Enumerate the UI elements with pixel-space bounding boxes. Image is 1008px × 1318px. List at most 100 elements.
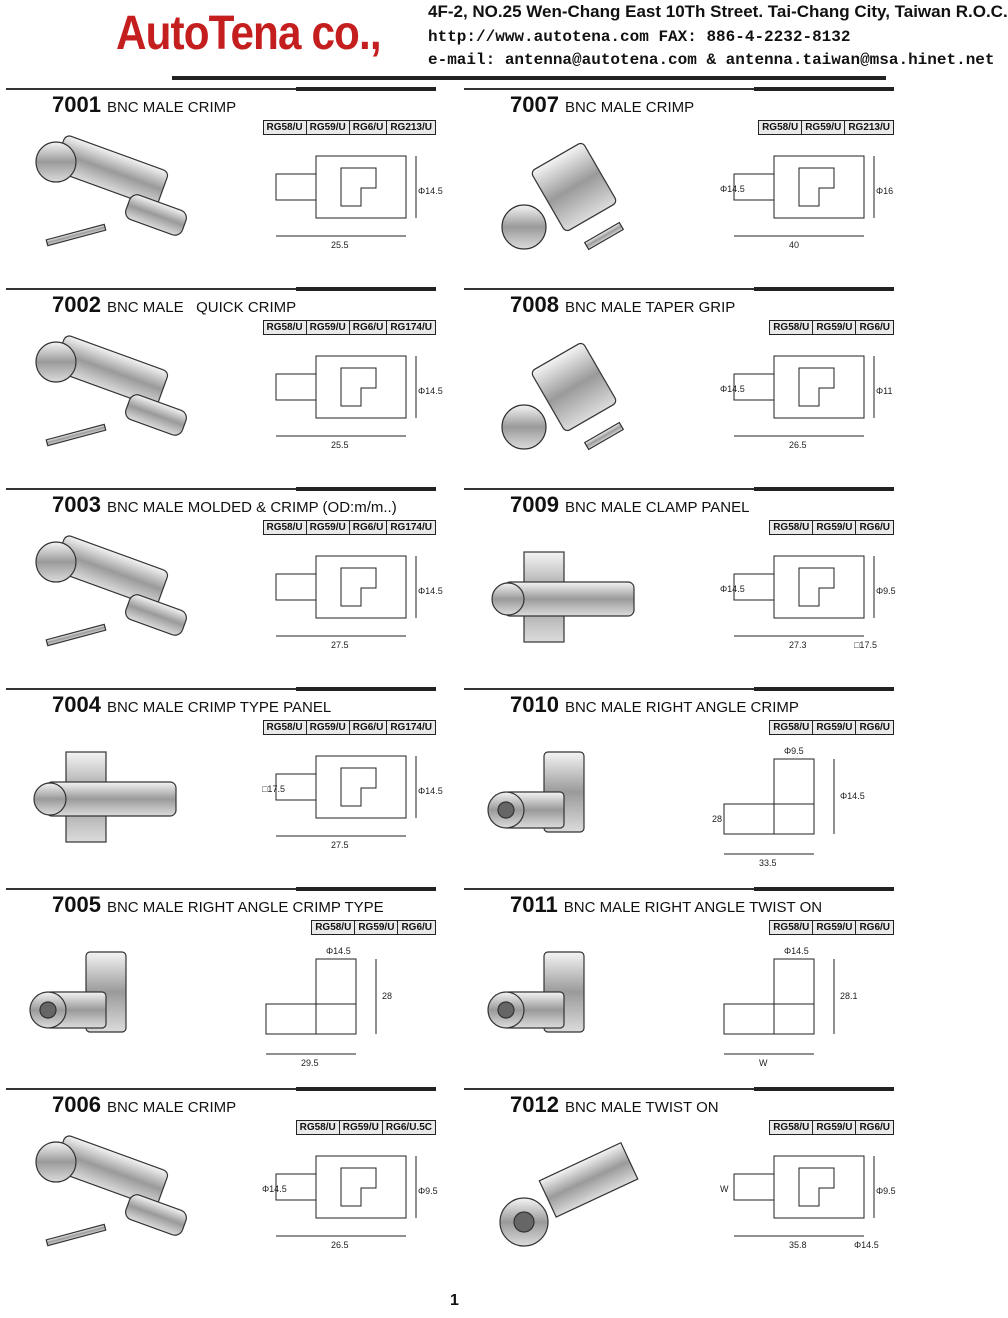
- section-rule: [464, 1088, 894, 1090]
- product-code: 7007: [510, 92, 559, 117]
- product-code: 7009: [510, 492, 559, 517]
- section-rule: [6, 1088, 436, 1090]
- cable-tag: RG6/U: [398, 921, 435, 934]
- cable-tag: RG58/U: [770, 921, 814, 934]
- product-name: BNC MALE RIGHT ANGLE CRIMP TYPE: [106, 899, 384, 916]
- cable-tag: RG6/U: [856, 921, 893, 934]
- section-rule-accent: [296, 887, 436, 891]
- dimension-label: 28: [712, 814, 722, 824]
- section-rule-accent: [296, 487, 436, 491]
- dimension-label: 25.5: [331, 240, 349, 250]
- product-cell: 7003 BNC MALE MOLDED & CRIMP (OD:m/m..) RG…: [6, 487, 443, 684]
- product-photo: [484, 332, 664, 472]
- section-rule-accent: [296, 1087, 436, 1091]
- brand-logo: AutoTena co.,: [116, 7, 382, 60]
- product-code: 7010: [510, 692, 559, 717]
- product-photo: [26, 532, 206, 672]
- cable-tag: RG59/U: [306, 721, 350, 734]
- product-name: BNC MALE CLAMP PANEL: [564, 499, 750, 516]
- cable-tag: RG59/U: [802, 121, 846, 134]
- cable-tag: RG58/U: [263, 321, 307, 334]
- dimension-label: 35.8: [789, 1240, 807, 1250]
- cable-tag: RG6/U: [856, 321, 893, 334]
- section-rule-accent: [296, 687, 436, 691]
- header-web-fax: http://www.autotena.com FAX: 886-4-2232-…: [428, 28, 851, 46]
- product-name: BNC MALE RIGHT ANGLE CRIMP: [564, 699, 799, 716]
- dimension-label: Φ14.5: [854, 1240, 879, 1250]
- product-code: 7011: [510, 892, 558, 917]
- cable-tag: RG6/U: [856, 721, 893, 734]
- cable-tag: RG59/U: [355, 921, 399, 934]
- product-name: BNC MALE CRIMP: [106, 1099, 237, 1116]
- dimension-label: Φ16: [876, 186, 893, 196]
- dimension-label: 28: [382, 991, 392, 1001]
- dimension-label: □17.5: [262, 784, 285, 794]
- cable-tag: RG6/U: [349, 721, 388, 734]
- section-rule-accent: [754, 887, 894, 891]
- cable-tag: RG59/U: [813, 1121, 857, 1134]
- cable-tag: RG58/U: [770, 321, 814, 334]
- cable-tag: RG58/U: [770, 721, 814, 734]
- header-email: e-mail: antenna@autotena.com & antenna.t…: [428, 51, 995, 69]
- section-rule: [6, 888, 436, 890]
- section-rule: [6, 88, 436, 90]
- dimension-label: W: [720, 1184, 729, 1194]
- cable-tag: RG58/U: [263, 721, 307, 734]
- dimension-label: Φ14.5: [720, 584, 745, 594]
- dimension-label: Φ11: [876, 386, 893, 396]
- product-photo: [26, 732, 206, 872]
- cable-tag: RG59/U: [306, 521, 350, 534]
- product-title: 7009 BNC MALE CLAMP PANEL: [510, 492, 749, 518]
- cable-tag: RG58/U: [296, 1121, 340, 1134]
- dimension-label: Φ14.5: [326, 946, 351, 956]
- product-photo: [484, 1132, 664, 1272]
- dimension-label: 40: [789, 240, 799, 250]
- cable-tag: RG58/U: [770, 521, 814, 534]
- dimension-label: 33.5: [759, 858, 777, 868]
- cable-tag: RG174/U: [387, 321, 435, 334]
- product-name: BNC MALE MOLDED & CRIMP (OD:m/m..): [106, 499, 397, 516]
- cable-tag: RG58/U: [312, 921, 356, 934]
- dimension-label: Φ14.5: [418, 386, 443, 396]
- dimension-label: Φ9.5: [418, 1186, 438, 1196]
- product-name: BNC MALE CRIMP: [106, 99, 237, 116]
- section-rule-accent: [754, 487, 894, 491]
- product-code: 7012: [510, 1092, 559, 1117]
- cable-tag: RG6/U: [856, 1121, 893, 1134]
- cable-tag: RG6/U: [856, 521, 893, 534]
- product-code: 7003: [52, 492, 101, 517]
- dimension-label: 25.5: [331, 440, 349, 450]
- product-photo: [484, 532, 664, 672]
- cable-tag: RG58/U: [759, 121, 803, 134]
- cable-tag: RG6/U: [349, 121, 388, 134]
- dimension-label: 28.1: [840, 991, 858, 1001]
- product-code: 7002: [52, 292, 101, 317]
- section-rule-accent: [296, 287, 436, 291]
- section-rule: [464, 88, 894, 90]
- section-rule-accent: [296, 87, 436, 91]
- cable-tag: RG58/U: [263, 121, 307, 134]
- cable-tag: RG59/U: [813, 721, 857, 734]
